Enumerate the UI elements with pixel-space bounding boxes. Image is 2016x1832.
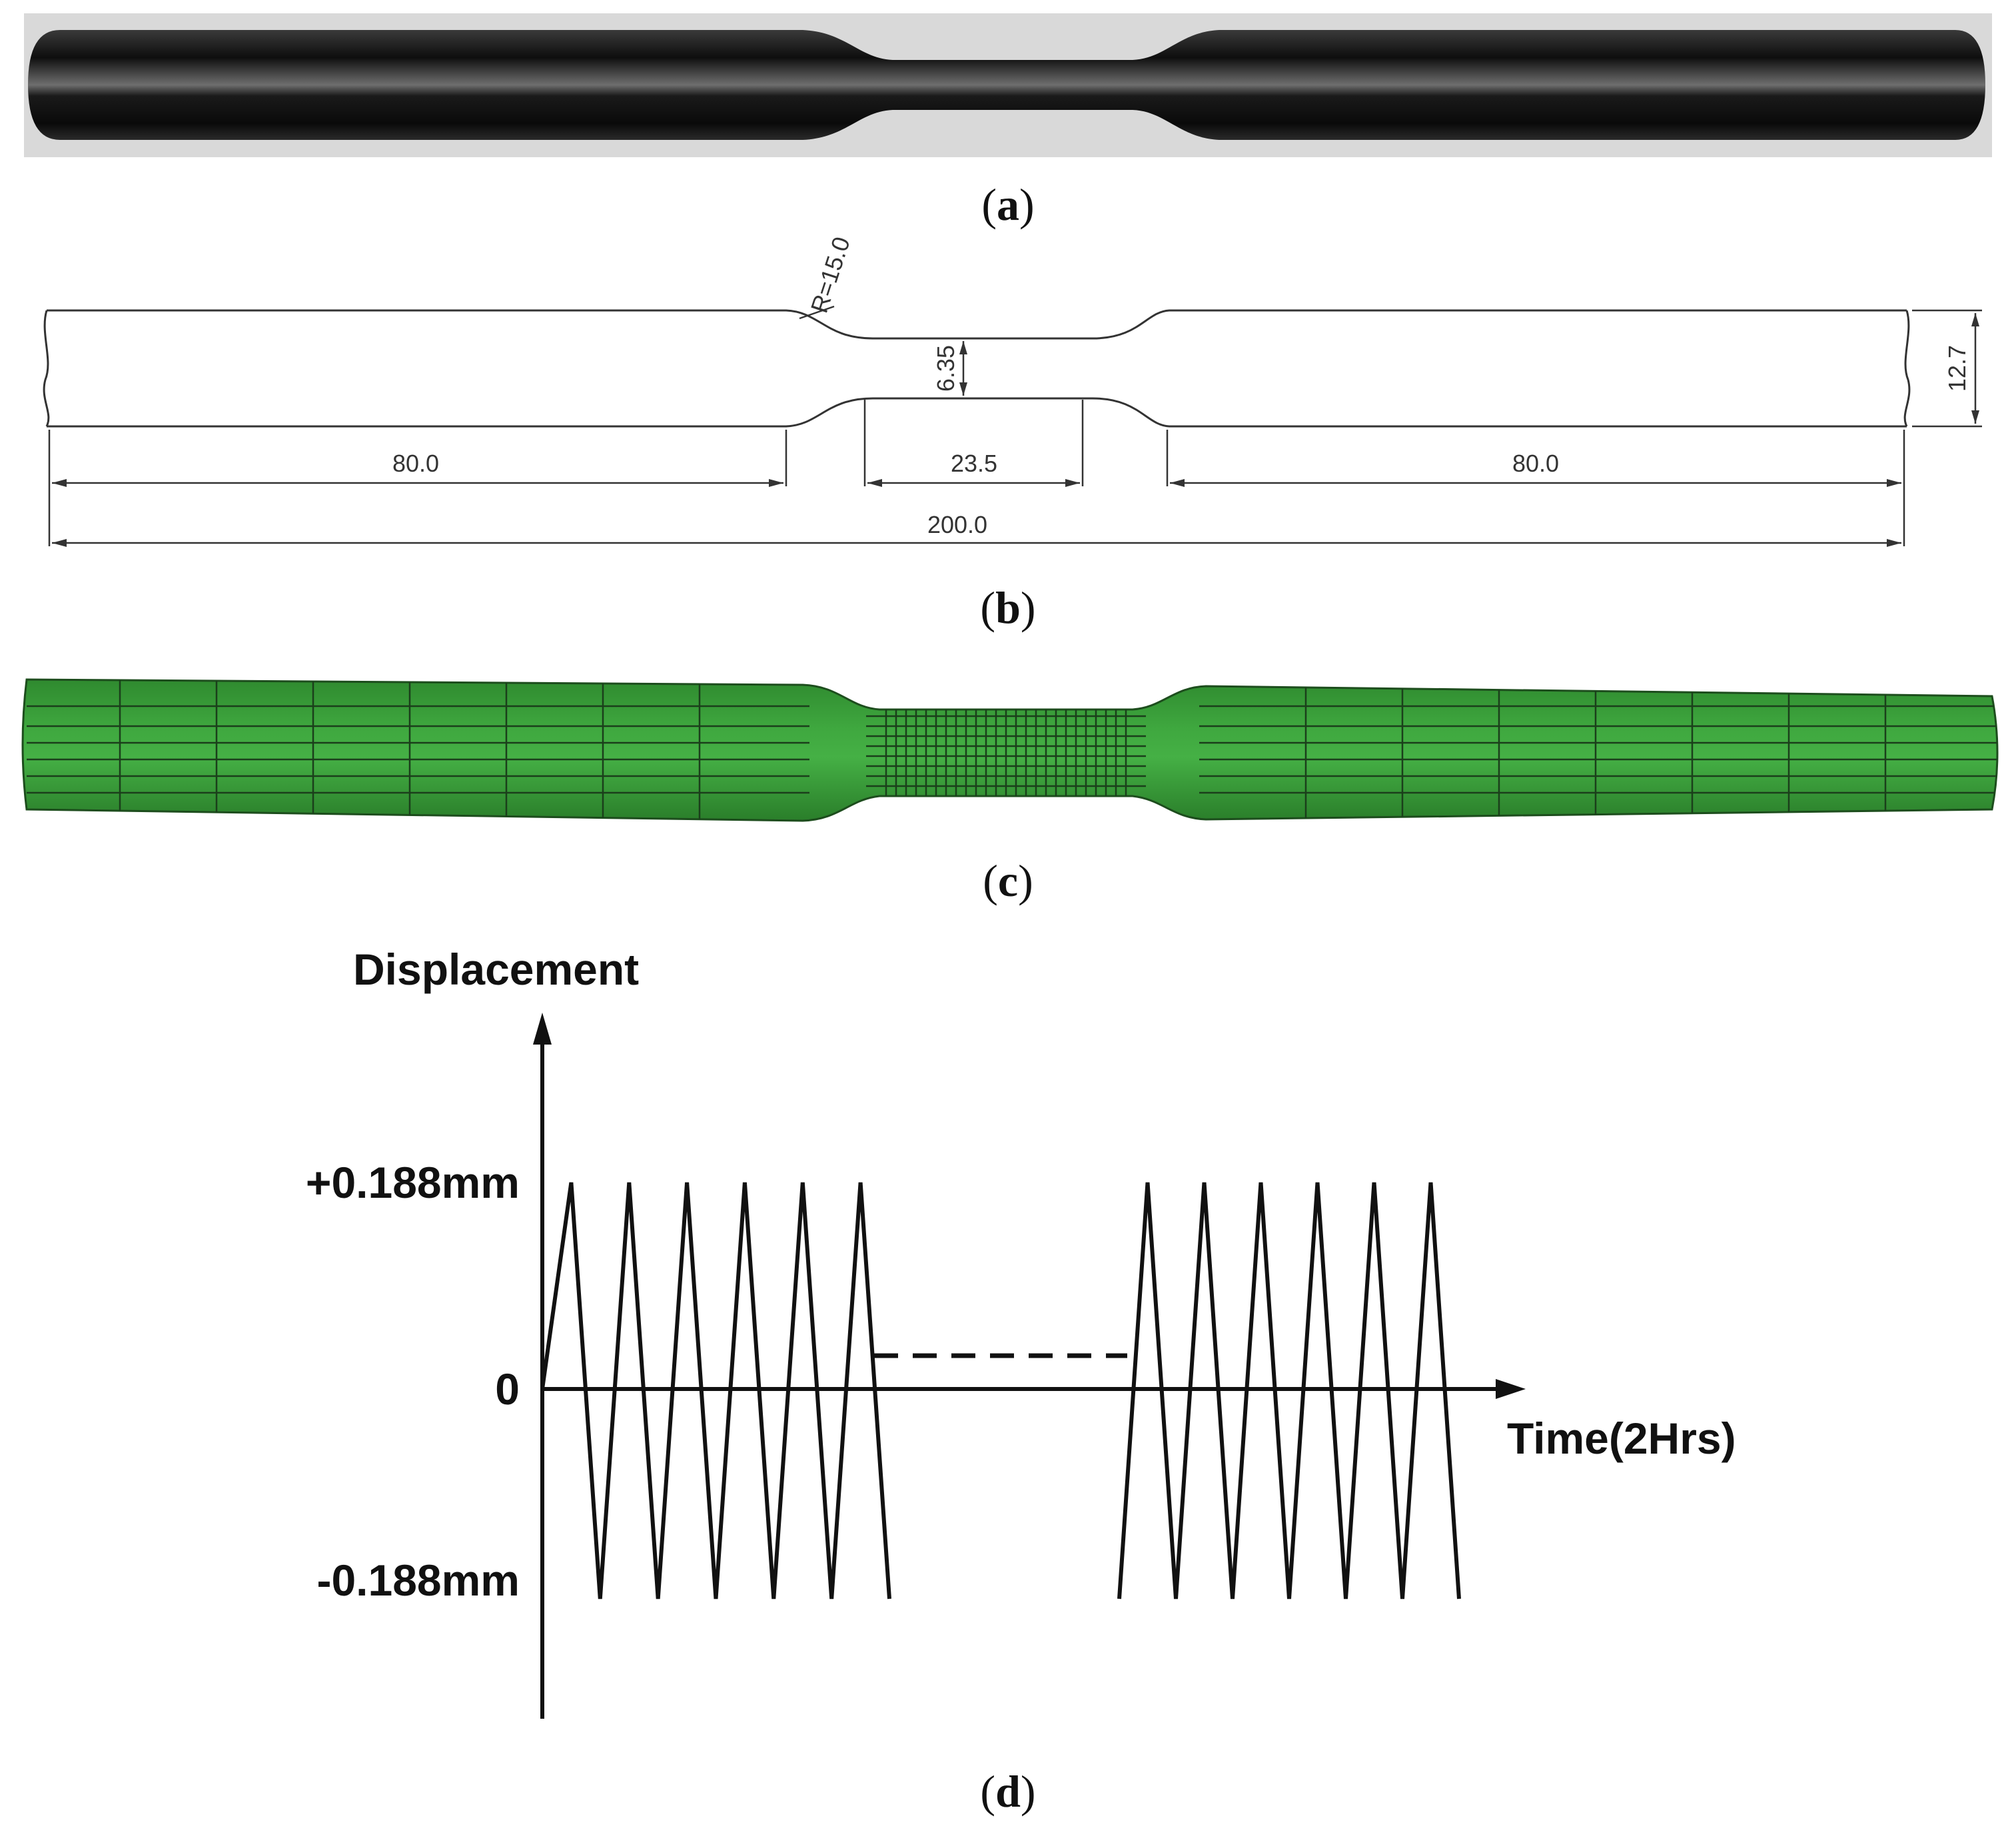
mesh-body	[21, 678, 1999, 822]
dim-left-grip: 80.0	[392, 450, 439, 477]
waveform-series-1	[540, 1182, 891, 1600]
x-axis-label: Time(2Hrs)	[1507, 1414, 1736, 1463]
caption-b: (b)	[980, 582, 1035, 633]
dimension-lines	[48, 305, 1982, 546]
y-axis-arrow	[533, 1013, 552, 1045]
waveform-series-2	[1117, 1182, 1461, 1600]
dim-right-grip: 80.0	[1512, 450, 1559, 477]
y-axis-label: Displacement	[353, 945, 639, 994]
chart-axes	[540, 1039, 1502, 1719]
caption-a: (a)	[981, 179, 1034, 230]
y-tick-zero: 0	[495, 1364, 520, 1414]
dim-total-length: 200.0	[927, 511, 987, 538]
caption-d: (d)	[980, 1766, 1035, 1817]
y-tick-neg: -0.188mm	[316, 1556, 520, 1605]
dim-gauge-length: 23.5	[951, 450, 997, 477]
dim-grip-diameter: 12.7	[1943, 345, 1971, 392]
dimension-arrows	[52, 313, 1979, 547]
dim-gauge-diameter: 6.35	[932, 345, 959, 392]
mesh-grid	[27, 680, 1997, 821]
caption-c: (c)	[983, 855, 1033, 906]
specimen-photo	[28, 30, 1985, 140]
waveform	[540, 1182, 1461, 1600]
y-tick-pos: +0.188mm	[306, 1158, 520, 1207]
x-axis-arrow	[1496, 1379, 1526, 1399]
